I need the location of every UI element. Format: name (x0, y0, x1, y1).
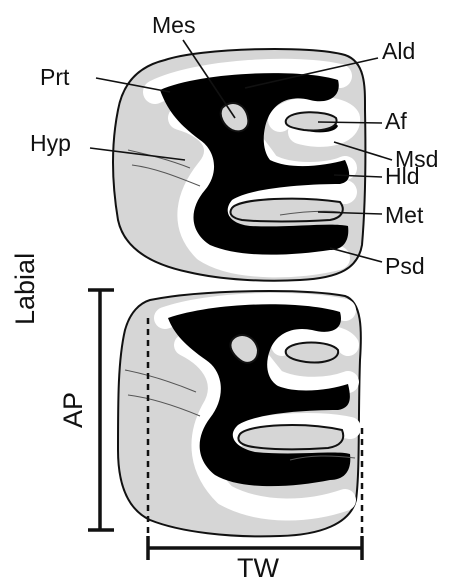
upper-tooth (113, 49, 365, 281)
metaloph-island (230, 199, 342, 222)
label-psd: Psd (385, 255, 425, 278)
lower-metaloph-island (238, 425, 343, 449)
label-mes: Mes (152, 14, 195, 37)
label-tw: TW (237, 555, 279, 582)
leader-af (318, 122, 382, 123)
label-hld: Hld (385, 165, 420, 188)
anterior-fossette-island (286, 112, 337, 130)
label-met: Met (385, 204, 423, 227)
label-ald: Ald (382, 40, 415, 63)
ap-measure (88, 290, 114, 530)
label-af: Af (385, 110, 407, 133)
label-prt: Prt (40, 66, 69, 89)
label-labial: Labial (12, 253, 39, 325)
lower-anterior-island (286, 343, 338, 363)
label-ap: AP (60, 392, 87, 428)
label-hyp: Hyp (30, 132, 71, 155)
lower-tooth (118, 291, 361, 536)
